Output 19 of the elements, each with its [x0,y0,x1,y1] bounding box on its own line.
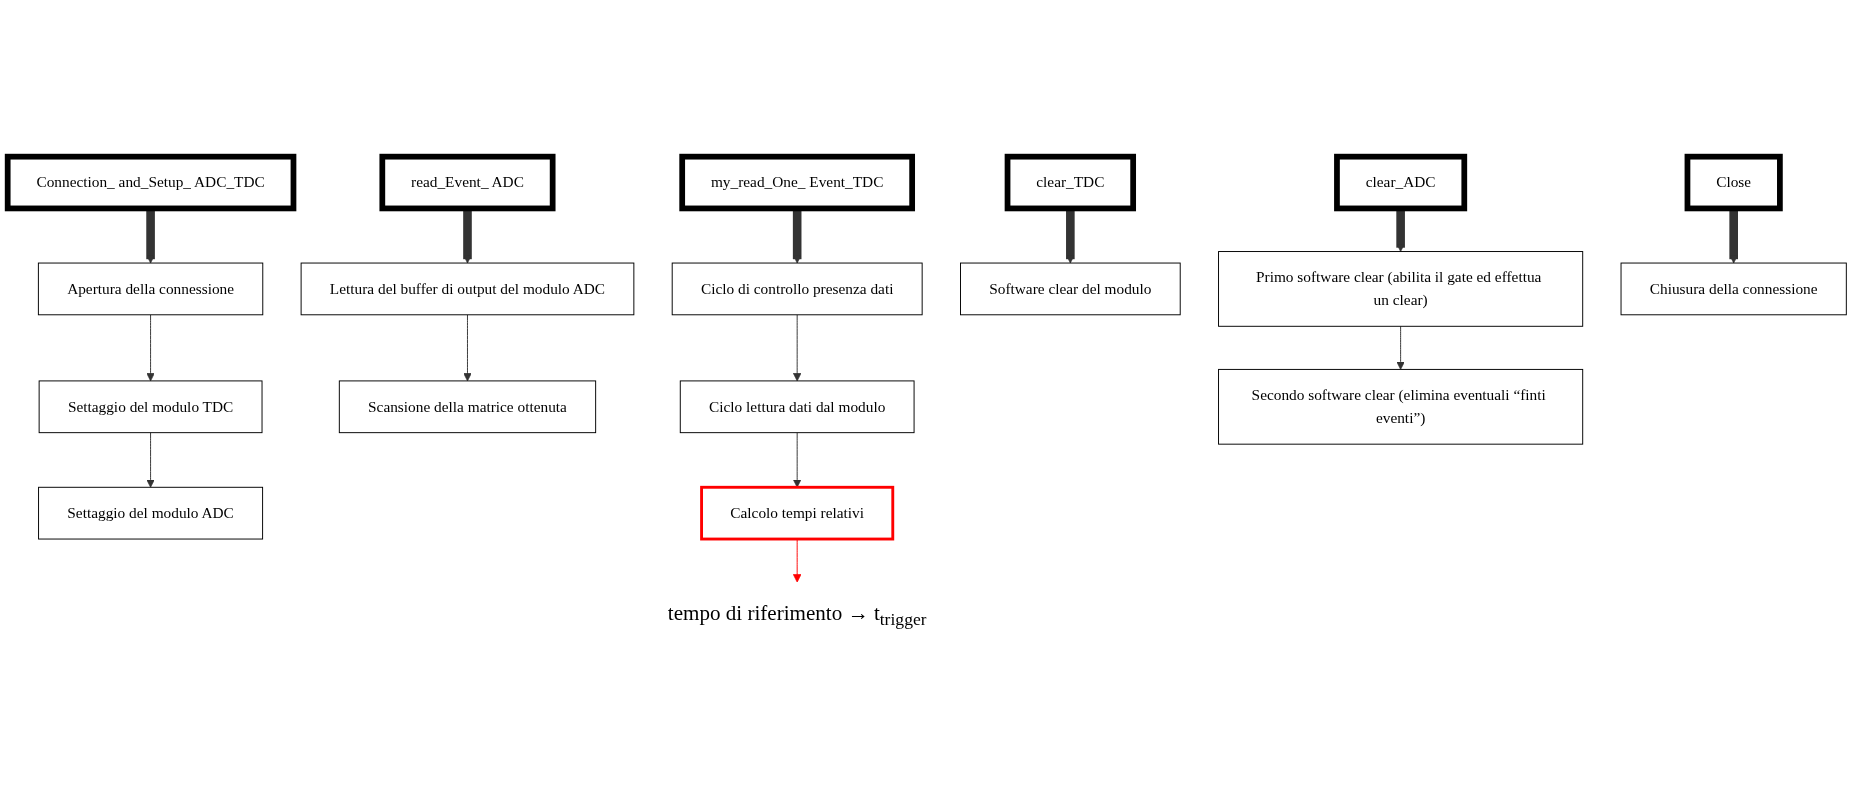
node-box: clear_ADC [1334,153,1468,212]
node-box: Scansione della matrice ottenuta [338,380,597,434]
node-text: tempo di riferimento → t$_{trigger}$ [667,600,927,629]
node-box: clear_TDC [1004,153,1137,212]
node-box: Secondo software clear (elimina eventuali “finti eventi”) [1218,369,1584,445]
node-box: Settaggio del modulo ADC [38,486,264,540]
node-box: Connection_ and_Setup_ ADC_TDC [4,153,297,212]
node-box: Ciclo lettura dati dal modulo [679,380,915,434]
node-box: Primo software clear (abilita il gate ed effettua un clear) [1218,251,1584,327]
node-box: Calcolo tempi relativi [700,485,895,541]
node-box: Close [1684,153,1783,212]
node-box: Apertura della connessione [37,262,264,316]
node-box: Chiusura della connessione [1620,262,1847,316]
node-box: my_read_One_ Event_TDC [679,153,916,212]
node-box: Software clear del modulo [960,262,1181,316]
node-box: Settaggio del modulo TDC [38,380,263,434]
node-box: Lettura del buffer di output del modulo ADC [300,262,635,316]
node-box: read_Event_ ADC [379,153,556,212]
node-box: Ciclo di controllo presenza dati [671,262,923,316]
